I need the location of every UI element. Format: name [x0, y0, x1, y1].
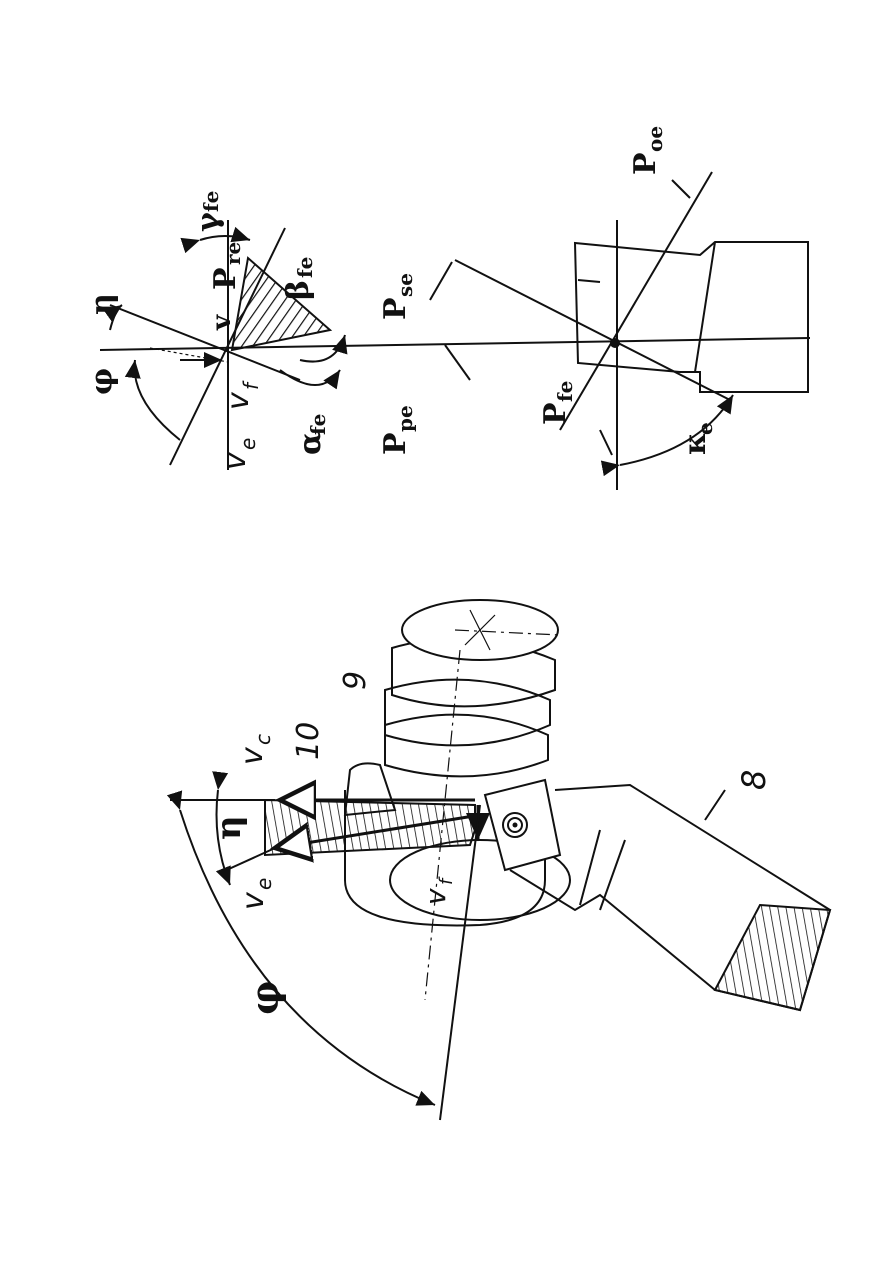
- label-v-c-lower: v: [235, 746, 270, 765]
- label-v-e-lower-sub: e: [252, 878, 276, 890]
- label-v-f-lower: v: [419, 888, 452, 905]
- label-p-fe: P: [538, 402, 573, 425]
- label-p-re-sub: re: [221, 242, 245, 265]
- p-oe-leader: [671, 179, 691, 199]
- label-v-f-lower-sub: f: [436, 876, 457, 885]
- label-eta-upper: η: [85, 293, 120, 315]
- eta-ref-line: [219, 847, 276, 874]
- phi-arc: [124, 359, 181, 441]
- workpiece-step-2: [384, 678, 551, 747]
- tool-step-line: [577, 279, 601, 283]
- label-part-8: 8: [735, 770, 773, 790]
- p-pe-leader: [444, 344, 471, 381]
- rake-line: [109, 304, 301, 381]
- kappa-arc: [600, 394, 734, 477]
- label-p-se: P: [378, 297, 413, 320]
- tool-angle-diagram: φ η v P re γ fe β fe v e v f α fe P pe P…: [85, 126, 811, 490]
- alpha-arc: [279, 369, 341, 390]
- label-p-oe: P: [628, 152, 663, 175]
- eta-arc: [102, 304, 123, 331]
- label-p-pe-sub: pe: [393, 405, 417, 432]
- part-8-leader: [704, 789, 726, 821]
- p-se-cutting-edge-line: [454, 259, 731, 401]
- label-p-se-sub: se: [393, 273, 417, 297]
- insert-screw-center: [512, 822, 518, 828]
- tool-shank-outline: [573, 241, 809, 393]
- label-p-re: P: [208, 267, 243, 290]
- wedge-beta-hatched: [230, 256, 333, 352]
- v-e-line: [169, 227, 286, 466]
- label-p-pe: P: [378, 432, 413, 455]
- label-v-e-lower: v: [236, 891, 271, 910]
- cut-zone-hatched: [264, 798, 476, 857]
- label-p-fe-sub: fe: [553, 381, 577, 402]
- label-v-f-upper-sub: f: [239, 380, 263, 390]
- tool-shank-break-1: [579, 829, 601, 906]
- label-phi-upper: φ: [85, 368, 120, 395]
- label-v-upper: v: [207, 314, 237, 331]
- turning-setup-illustration: φ η v c v e v f 10 9 8: [166, 599, 832, 1121]
- phi-ref-line-lower: [439, 804, 481, 1121]
- p-se-leader: [429, 261, 453, 301]
- label-kappa-e: κ: [678, 433, 713, 456]
- label-gamma-fe: γ: [191, 212, 226, 232]
- label-beta-fe: β: [281, 280, 316, 300]
- phi-arc-lower: [166, 790, 436, 1106]
- label-v-c-lower-sub: c: [251, 734, 275, 745]
- label-v-e-upper-sub: e: [236, 438, 260, 450]
- label-part-10: 10: [291, 722, 326, 760]
- label-phi-lower: φ: [242, 981, 287, 1015]
- label-part-9: 9: [338, 671, 373, 690]
- beta-arc: [299, 334, 348, 363]
- tool-shank-break-2: [599, 839, 626, 911]
- label-v-f-upper: v: [221, 391, 256, 410]
- tool-edge-line: [694, 241, 716, 373]
- center-point: [610, 338, 620, 348]
- workpiece-end-cross-2: [464, 614, 496, 646]
- label-beta-fe-sub: fe: [293, 257, 317, 278]
- tool-shank-section: [713, 903, 832, 1012]
- gamma-arc: [180, 226, 251, 254]
- label-eta-lower: η: [209, 815, 249, 840]
- p-fe-leader: [599, 429, 613, 456]
- label-p-oe-sub: oe: [643, 126, 667, 152]
- workpiece-step-1: [384, 713, 549, 778]
- label-kappa-e-sub: e: [693, 422, 717, 435]
- label-alpha-fe: α: [293, 432, 328, 455]
- label-v-e-upper: v: [218, 451, 253, 470]
- label-alpha-fe-sub: fe: [306, 414, 330, 435]
- p-oe-line: [559, 171, 713, 431]
- label-gamma-fe-sub: fe: [199, 191, 223, 212]
- workpiece-end-centerline-h: [454, 629, 561, 636]
- eta-arc-lower: [212, 771, 231, 886]
